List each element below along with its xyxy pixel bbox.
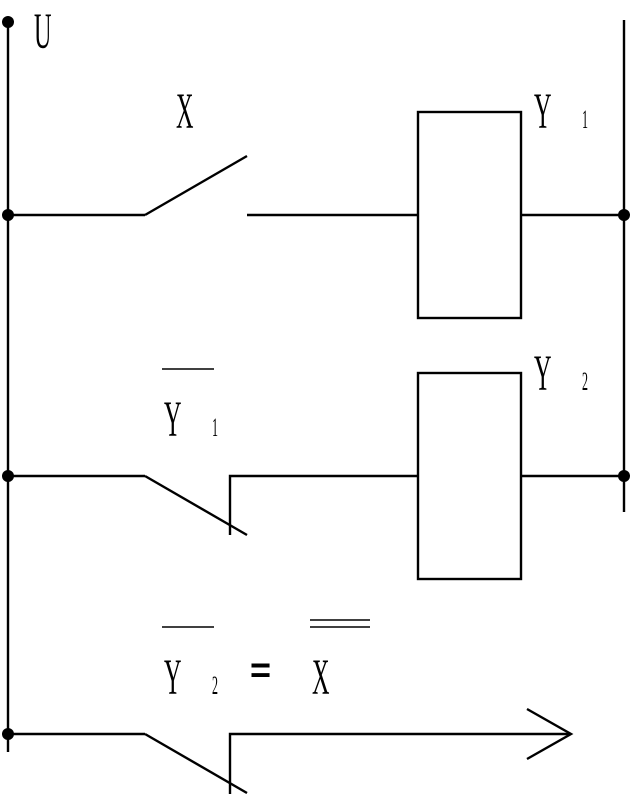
- contact-y2-stop: [228, 732, 571, 794]
- contact-y1-normally-closed: [144, 474, 248, 537]
- contact-y1-label: Y: [164, 391, 181, 447]
- supply-label: U: [34, 3, 51, 59]
- relay-coil-y1: [416, 110, 523, 320]
- switch-x-normally-open[interactable]: [144, 154, 248, 217]
- relay-y1-label: Y: [534, 83, 551, 139]
- contact-y2-normally-closed: [144, 732, 248, 794]
- supply-terminal-node: [2, 16, 14, 28]
- rung3-left-node: [2, 728, 14, 740]
- contact-y1-index: 1: [212, 414, 218, 442]
- contact-y1-stop: [228, 474, 418, 535]
- output-arrow-head: [526, 707, 574, 761]
- switch-x-label: X: [176, 83, 193, 139]
- relay-coil-y2: [416, 371, 523, 581]
- relay-y2-index: 2: [582, 368, 588, 396]
- rung1-left-node: [2, 209, 14, 221]
- output-x-label: X: [312, 649, 329, 705]
- rung2-right-node: [618, 470, 630, 482]
- rung1-right-node: [618, 209, 630, 221]
- output-y2-index: 2: [212, 672, 218, 700]
- rung2-left-node: [2, 470, 14, 482]
- relay-y1-index: 1: [582, 106, 588, 134]
- equals-sign: =: [250, 649, 271, 690]
- output-y2-label: Y: [164, 649, 181, 705]
- relay-y2-label: Y: [534, 345, 551, 401]
